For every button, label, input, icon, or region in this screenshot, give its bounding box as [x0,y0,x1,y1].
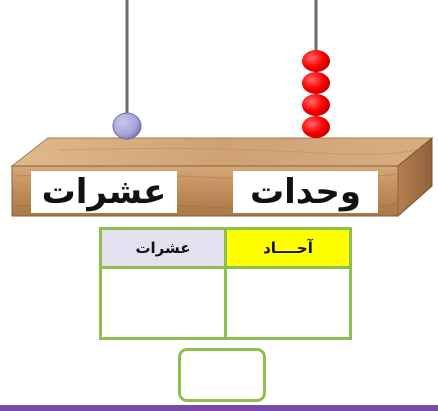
number-answer-box[interactable] [178,348,266,402]
ones-bead [302,116,330,138]
tens-answer-cell[interactable] [99,266,227,340]
ones-bead [302,94,330,116]
ones-header: آحــــاد [224,227,352,269]
table-header-row: عشرات آحــــاد [99,227,352,269]
ones-bead [302,72,330,94]
ones-answer-cell[interactable] [224,266,352,340]
tens-beads [112,112,142,140]
tens-bead [112,112,142,140]
tens-label: عشرات [31,171,177,213]
ones-beads [302,50,330,138]
tens-header: عشرات [99,227,227,269]
ones-bead [302,50,330,72]
tens-label-text: عشرات [41,172,167,212]
table-row [99,266,352,340]
bottom-bar [0,405,438,411]
ones-label: وحدات [233,171,378,213]
ones-label-text: وحدات [249,172,362,212]
place-value-table: عشرات آحــــاد [99,227,352,340]
